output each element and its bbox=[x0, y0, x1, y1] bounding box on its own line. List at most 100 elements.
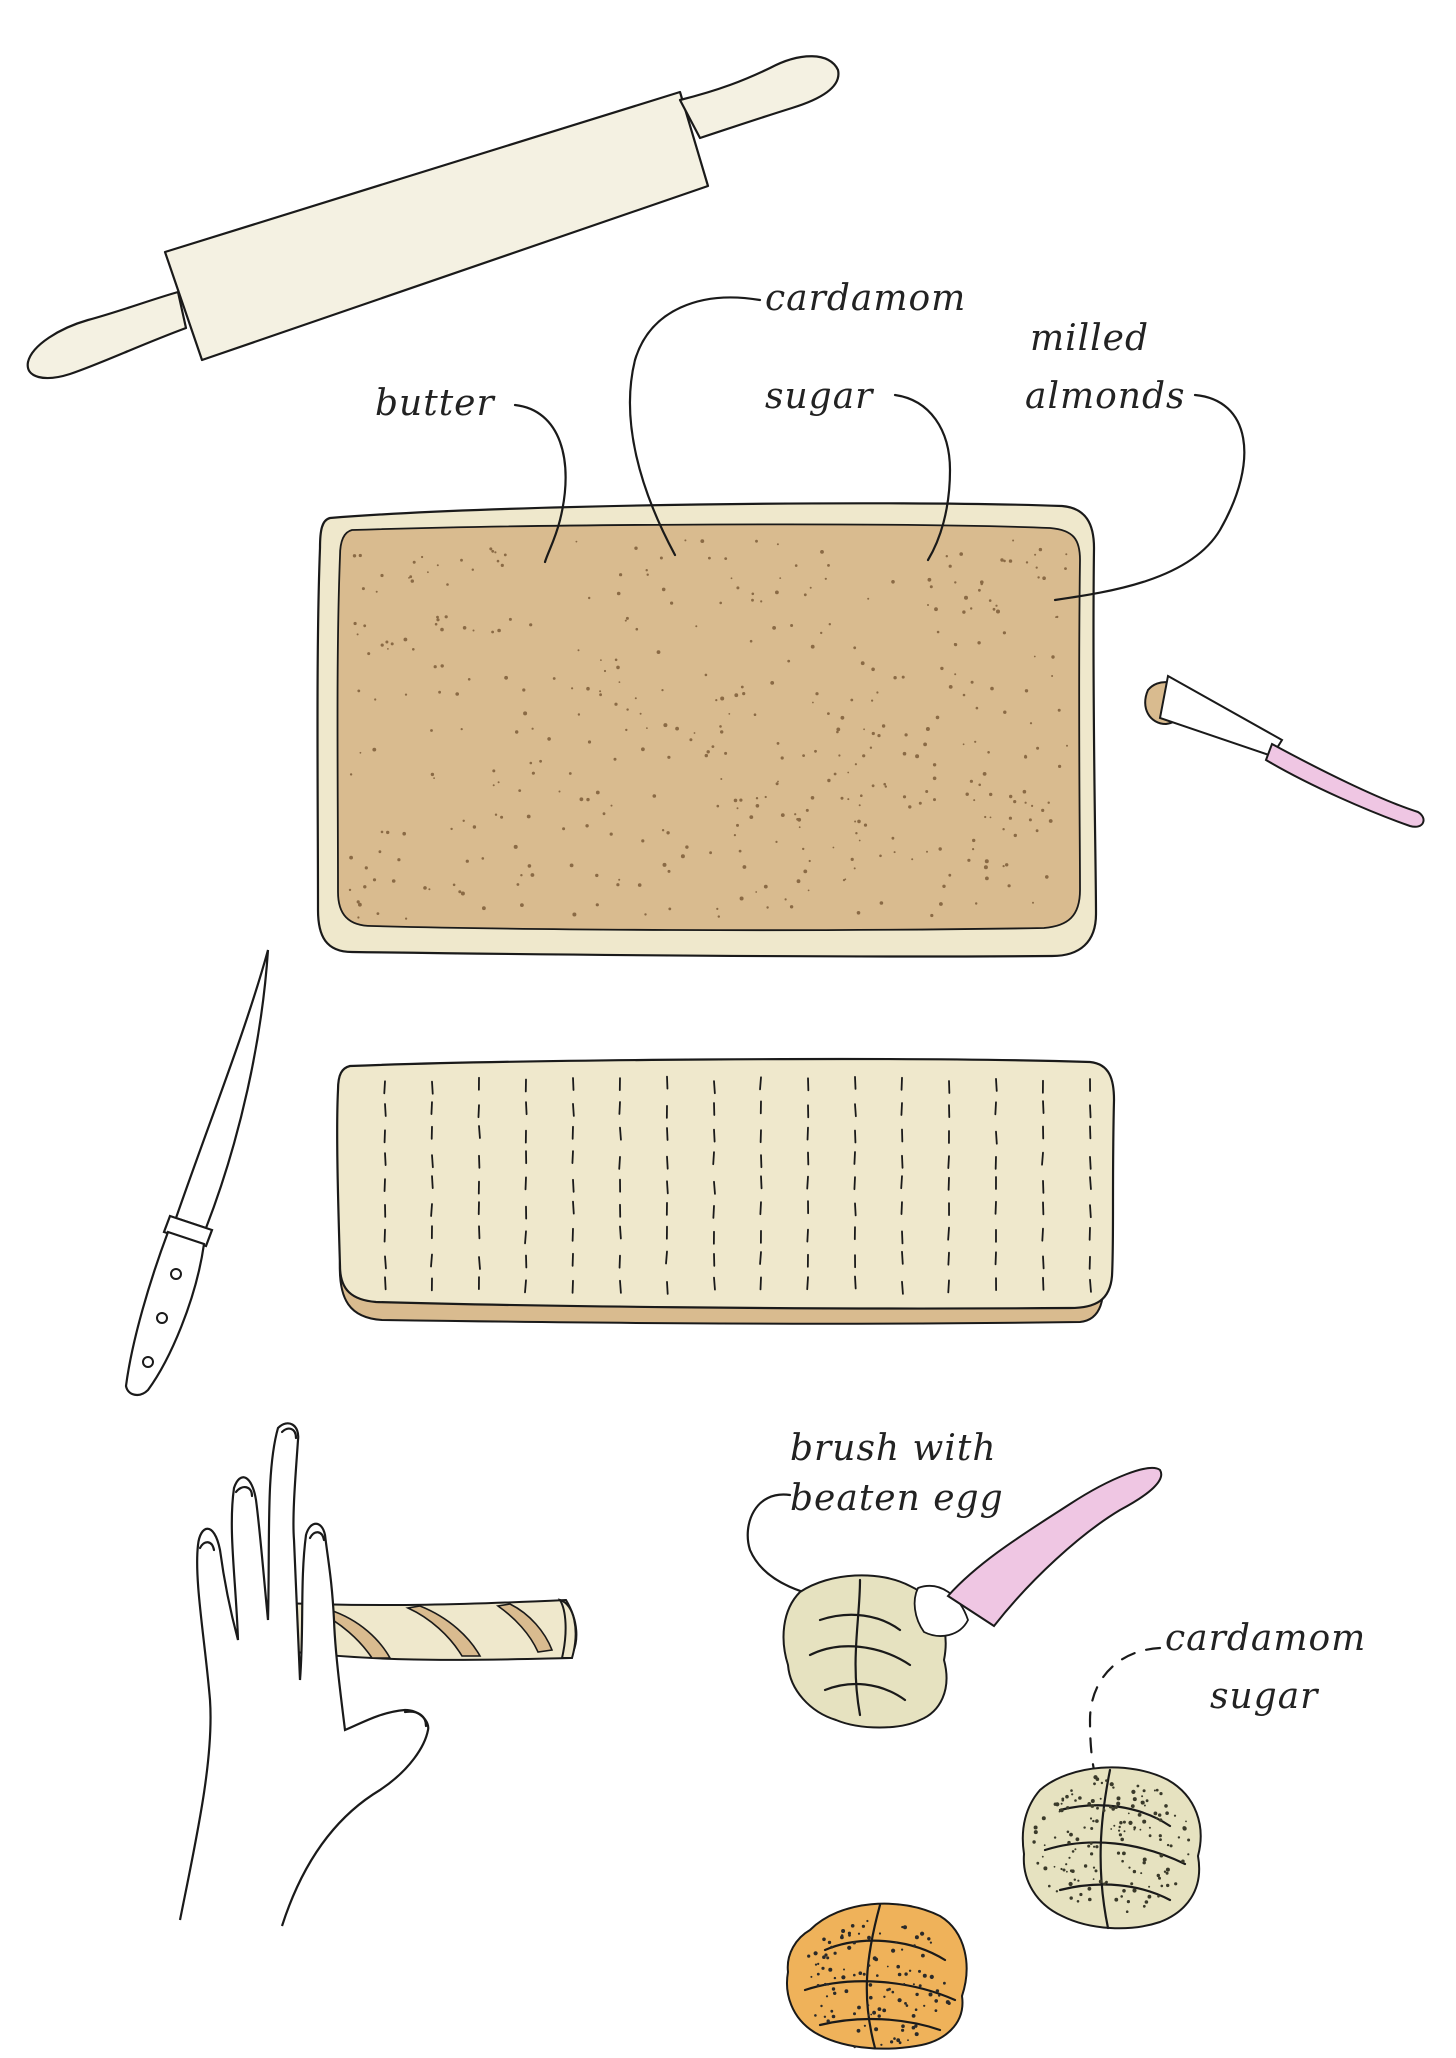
speckle bbox=[923, 742, 927, 747]
sugar-dot bbox=[890, 2040, 894, 2044]
sugar-dot bbox=[927, 1937, 931, 1941]
sugar-dot bbox=[1163, 1870, 1167, 1873]
speckle bbox=[776, 543, 779, 546]
filled-dough-sheet bbox=[316, 502, 1098, 958]
sugar-dot bbox=[1096, 1806, 1099, 1810]
sugar-dot bbox=[1059, 1808, 1064, 1813]
sugar-dot bbox=[1110, 1828, 1113, 1830]
speckle bbox=[616, 883, 620, 887]
sugar-dot bbox=[1132, 1797, 1137, 1802]
cut-mark bbox=[760, 1175, 763, 1190]
speckle bbox=[779, 577, 782, 579]
sugar-dot bbox=[929, 1941, 933, 1944]
speckle bbox=[925, 727, 930, 731]
sugar-dot bbox=[1130, 1804, 1135, 1808]
speckle bbox=[349, 773, 353, 776]
speckle bbox=[824, 577, 827, 580]
speckle bbox=[585, 824, 589, 828]
speckle bbox=[586, 686, 590, 691]
sugar-dot bbox=[852, 1941, 856, 1945]
speckle bbox=[827, 564, 830, 567]
cut-mark bbox=[947, 1226, 950, 1241]
cut-mark bbox=[666, 1155, 669, 1170]
speckle bbox=[588, 596, 591, 600]
sugar-dot bbox=[1153, 1811, 1158, 1816]
speckle bbox=[527, 864, 532, 868]
cut-mark bbox=[1089, 1278, 1092, 1293]
sugar-dot bbox=[833, 1991, 837, 1996]
speckle bbox=[934, 607, 938, 612]
speckle bbox=[465, 859, 469, 863]
sugar-dot bbox=[1098, 1879, 1103, 1884]
knife bbox=[124, 949, 270, 1396]
speckle bbox=[639, 712, 642, 715]
speckle bbox=[520, 903, 524, 907]
cut-mark bbox=[431, 1080, 434, 1095]
sugar-dot bbox=[1153, 1789, 1156, 1792]
cut-mark bbox=[853, 1176, 856, 1191]
sugar-dot bbox=[1092, 1866, 1096, 1869]
speckle bbox=[616, 591, 621, 596]
speckle bbox=[685, 845, 689, 849]
sugar-dot bbox=[901, 2024, 905, 2028]
speckle bbox=[494, 813, 498, 816]
strand-twist-2 bbox=[405, 1605, 482, 1657]
sugar-dot bbox=[1142, 1789, 1146, 1793]
cut-mark bbox=[619, 1225, 622, 1240]
label-beaten-egg: beaten egg bbox=[790, 1478, 1004, 1519]
speckle bbox=[1024, 689, 1029, 693]
sugar-dot bbox=[1126, 1900, 1130, 1904]
speckle bbox=[964, 595, 968, 600]
speckle bbox=[494, 551, 497, 554]
speckle bbox=[644, 913, 647, 916]
sugar-dot bbox=[1043, 1866, 1048, 1871]
speckle bbox=[902, 751, 907, 756]
speckle bbox=[704, 673, 708, 677]
sugar-dot bbox=[1142, 1904, 1146, 1908]
bun-1-fold-4 bbox=[854, 1578, 862, 1717]
sugar-dot bbox=[943, 1981, 946, 1985]
speckle bbox=[832, 846, 835, 849]
speckle bbox=[954, 643, 958, 647]
speckle bbox=[992, 607, 996, 611]
speckle bbox=[1008, 816, 1013, 820]
speckle bbox=[954, 581, 957, 584]
speckle bbox=[434, 622, 438, 626]
speckle bbox=[1000, 558, 1004, 562]
sugar-dot bbox=[1155, 1788, 1159, 1792]
speckle bbox=[363, 624, 367, 628]
speckle bbox=[695, 625, 698, 628]
speckle bbox=[1002, 631, 1007, 635]
speckle bbox=[720, 778, 723, 780]
speckle bbox=[751, 592, 755, 596]
sugar-dot bbox=[867, 1935, 871, 1940]
speckle bbox=[467, 678, 471, 681]
speckle bbox=[625, 616, 629, 620]
speckle bbox=[571, 687, 574, 690]
sugar-dot bbox=[1131, 1789, 1136, 1794]
speckle bbox=[977, 641, 981, 645]
speckle bbox=[904, 733, 908, 737]
speckle bbox=[803, 593, 807, 597]
speckle bbox=[491, 630, 494, 634]
sugar-dot bbox=[825, 1995, 829, 1998]
sugar-dot bbox=[1116, 1796, 1121, 1801]
speckle bbox=[908, 805, 912, 809]
sugar-dot bbox=[947, 2001, 951, 2006]
sugar-dot bbox=[911, 2025, 916, 2030]
speckle bbox=[618, 878, 621, 881]
bun-3-fold-2 bbox=[803, 1980, 957, 2002]
sugar-dot bbox=[831, 2014, 836, 2019]
speckle bbox=[836, 727, 841, 732]
speckle bbox=[641, 747, 645, 752]
speckle bbox=[635, 627, 639, 631]
speckle bbox=[500, 815, 504, 819]
speckle bbox=[891, 580, 895, 584]
speckle bbox=[780, 756, 784, 760]
sugar-dot bbox=[1071, 1850, 1075, 1853]
knife-blade bbox=[174, 949, 270, 1230]
speckle bbox=[637, 883, 642, 887]
sugar-dot bbox=[1089, 1817, 1093, 1820]
speckle bbox=[869, 746, 873, 749]
sugar-dot bbox=[1158, 1876, 1161, 1880]
